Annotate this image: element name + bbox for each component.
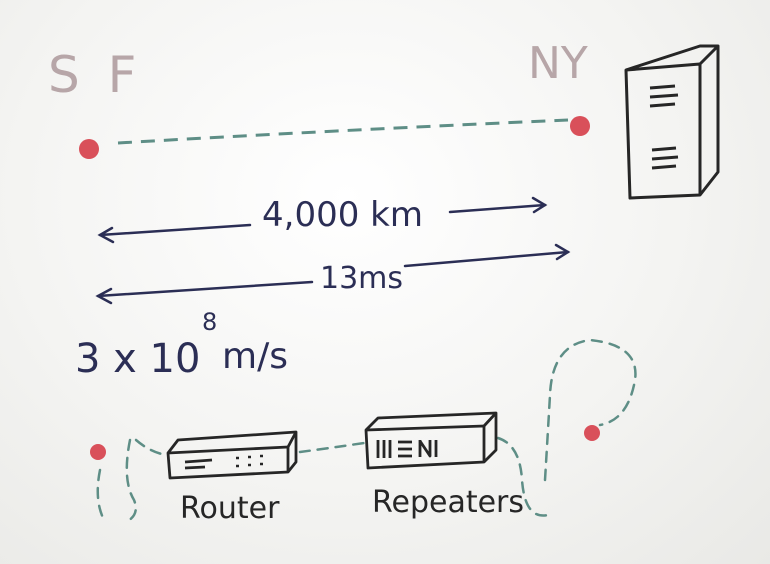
network-path: [96, 338, 637, 524]
node-left: [90, 444, 106, 460]
distance-arrow: [97, 196, 548, 244]
label-sf: S F: [48, 46, 142, 104]
label-distance: 4,000 km: [262, 195, 423, 235]
node-ny: [570, 116, 590, 136]
router-icon: [166, 430, 298, 480]
label-speed-base: 3 x 10: [75, 336, 200, 382]
direct-link: [117, 118, 569, 145]
label-speed-exponent: 8: [202, 308, 217, 336]
label-router: Router: [180, 491, 280, 526]
server-icon: [624, 44, 720, 200]
node-right: [584, 425, 600, 441]
label-ny: NY: [528, 38, 588, 89]
node-sf: [79, 139, 99, 159]
repeater-icon: [364, 411, 498, 470]
label-speed-unit: m/s: [222, 336, 288, 377]
label-latency: 13ms: [320, 261, 403, 296]
label-repeaters: Repeaters: [372, 485, 524, 520]
latency-arrow: [95, 243, 571, 305]
